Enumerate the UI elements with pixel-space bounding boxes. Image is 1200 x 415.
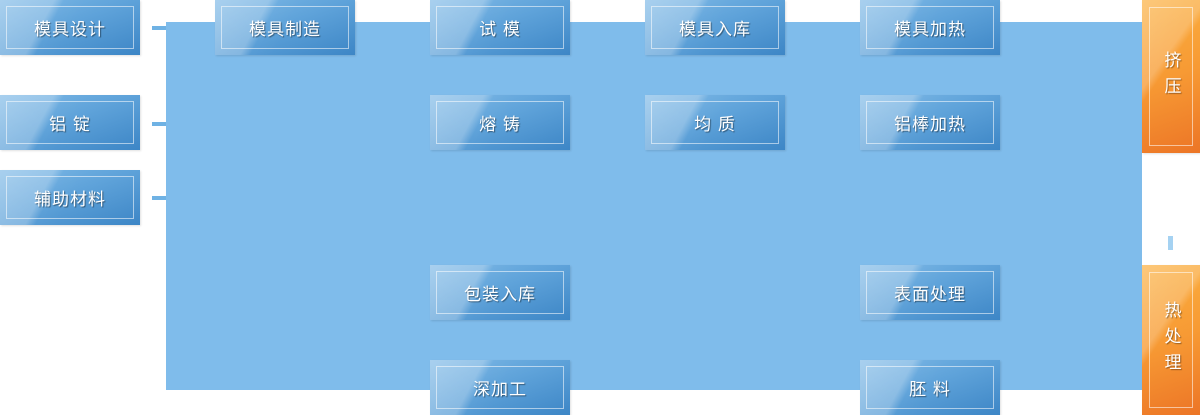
connector-aux-material <box>152 196 166 200</box>
input-node-label: 模具设计 <box>34 20 106 39</box>
flow-node-mold-manufacture[interactable]: 模具制造 <box>215 0 355 55</box>
connector-aluminum-ingot <box>152 122 166 126</box>
flow-node-label: 胚 料 <box>909 380 951 399</box>
input-node-aluminum-ingot[interactable]: 铝 锭 <box>0 95 140 150</box>
flow-node-billet-heating[interactable]: 铝棒加热 <box>860 95 1000 150</box>
stage-label: 挤压 <box>1161 50 1181 103</box>
flow-node-label: 模具入库 <box>679 20 751 39</box>
flow-node-mold-storage[interactable]: 模具入库 <box>645 0 785 55</box>
flow-node-blank-material[interactable]: 胚 料 <box>860 360 1000 415</box>
flow-node-melting-casting[interactable]: 熔 铸 <box>430 95 570 150</box>
flow-node-label: 模具加热 <box>894 20 966 39</box>
flow-node-trial-mold[interactable]: 试 模 <box>430 0 570 55</box>
connector-mold-design <box>152 26 166 30</box>
process-panel <box>166 22 1142 390</box>
flow-node-mold-heating[interactable]: 模具加热 <box>860 0 1000 55</box>
flow-node-label: 熔 铸 <box>479 115 521 134</box>
flow-node-surface-treatment[interactable]: 表面处理 <box>860 265 1000 320</box>
stage-label: 热处理 <box>1161 301 1181 379</box>
input-node-label: 辅助材料 <box>34 190 106 209</box>
flow-node-packing-storage[interactable]: 包装入库 <box>430 265 570 320</box>
flow-node-label: 铝棒加热 <box>894 115 966 134</box>
input-node-label: 铝 锭 <box>49 115 91 134</box>
flow-node-label: 模具制造 <box>249 20 321 39</box>
stage-heat-treatment[interactable]: 热处理 <box>1142 265 1200 415</box>
flow-node-label: 包装入库 <box>464 285 536 304</box>
stage-extrusion[interactable]: 挤压 <box>1142 0 1200 153</box>
flow-node-label: 试 模 <box>479 20 521 39</box>
flow-node-label: 深加工 <box>473 380 527 399</box>
flow-node-label: 均 质 <box>694 115 736 134</box>
input-node-mold-design[interactable]: 模具设计 <box>0 0 140 55</box>
input-node-aux-material[interactable]: 辅助材料 <box>0 170 140 225</box>
flow-node-homogenizing[interactable]: 均 质 <box>645 95 785 150</box>
flow-node-deep-processing[interactable]: 深加工 <box>430 360 570 415</box>
flow-node-label: 表面处理 <box>894 285 966 304</box>
connector-extrusion-output <box>1168 236 1173 250</box>
